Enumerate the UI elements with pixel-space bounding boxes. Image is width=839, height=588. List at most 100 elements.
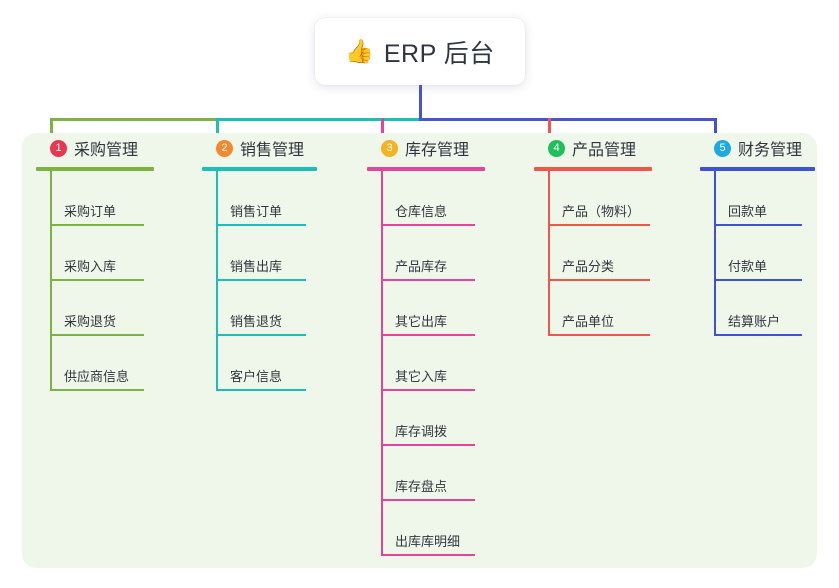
branch-item[interactable]: 产品库存	[367, 226, 485, 281]
branch-item[interactable]: 销售订单	[202, 171, 317, 226]
branch-header[interactable]: 5 财务管理	[700, 133, 815, 163]
branch-item-rule	[50, 389, 144, 391]
branch-drop-5	[714, 118, 717, 147]
branch-rule	[202, 167, 317, 171]
branch-column-3: 3 库存管理仓库信息产品库存其它出库其它入库库存调拨库存盘点出库库明细	[367, 133, 485, 556]
branch-item[interactable]: 供应商信息	[36, 336, 154, 391]
branch-item-rule	[50, 224, 144, 226]
branch-item-rule	[714, 224, 802, 226]
bus-segment-teal	[216, 118, 421, 121]
branch-item-label: 其它出库	[395, 314, 448, 329]
branch-number-badge: 1	[50, 139, 67, 157]
branch-item-label: 销售订单	[230, 204, 283, 219]
branch-item[interactable]: 客户信息	[202, 336, 317, 391]
branch-drop-3	[381, 118, 384, 147]
branch-title: 财务管理	[738, 142, 803, 159]
branch-number-badge: 5	[714, 139, 731, 157]
branch-item-list: 回款单付款单结算账户	[700, 171, 815, 336]
branch-item[interactable]: 销售出库	[202, 226, 317, 281]
branch-item[interactable]: 库存调拨	[367, 391, 485, 446]
branch-spine	[216, 171, 218, 391]
branch-item[interactable]: 产品单位	[534, 281, 652, 336]
branch-item[interactable]: 产品（物料）	[534, 171, 652, 226]
branch-item-label: 供应商信息	[64, 369, 130, 384]
branch-drop-1	[50, 118, 53, 147]
branch-spine	[381, 171, 383, 556]
branch-spine	[548, 171, 550, 336]
branch-item-rule	[548, 224, 650, 226]
root-node[interactable]: 👍 ERP 后台	[315, 18, 525, 85]
branch-item-rule	[714, 279, 802, 281]
branch-number-badge: 2	[216, 139, 233, 157]
branch-item[interactable]: 回款单	[700, 171, 815, 226]
branch-item-label: 结算账户	[728, 314, 781, 329]
branch-item-rule	[548, 279, 650, 281]
branch-item-label: 产品（物料）	[562, 204, 641, 219]
branch-item-rule	[714, 334, 802, 336]
branch-item[interactable]: 产品分类	[534, 226, 652, 281]
branch-item-label: 回款单	[728, 204, 768, 219]
branch-rule	[367, 167, 485, 171]
branch-title: 产品管理	[572, 142, 637, 159]
branch-item-rule	[381, 554, 475, 556]
branch-number-badge: 4	[548, 139, 565, 157]
branch-item-rule	[216, 279, 306, 281]
branch-item-rule	[548, 334, 650, 336]
branch-column-2: 2 销售管理销售订单销售出库销售退货客户信息	[202, 133, 317, 391]
branch-item-rule	[381, 224, 475, 226]
branch-item-label: 采购退货	[64, 314, 117, 329]
branches-panel: 1 采购管理采购订单采购入库采购退货供应商信息 2 销售管理销售订单销售出库销售退货客…	[22, 133, 817, 568]
branch-item-rule	[50, 279, 144, 281]
branch-item[interactable]: 结算账户	[700, 281, 815, 336]
bus-segment-blue	[419, 118, 717, 121]
branch-title: 库存管理	[405, 142, 470, 159]
branch-column-4: 4 产品管理产品（物料） 产品分类产品单位	[534, 133, 652, 336]
branch-item[interactable]: 销售退货	[202, 281, 317, 336]
branch-item-label: 产品分类	[562, 259, 615, 274]
branch-item[interactable]: 采购入库	[36, 226, 154, 281]
branch-item[interactable]: 采购订单	[36, 171, 154, 226]
branch-item-label: 付款单	[728, 259, 768, 274]
branch-item-label: 销售退货	[230, 314, 283, 329]
branch-header[interactable]: 2 销售管理	[202, 133, 317, 163]
branch-item[interactable]: 仓库信息	[367, 171, 485, 226]
branch-number-badge: 3	[381, 139, 398, 157]
branch-header[interactable]: 1 采购管理	[36, 133, 154, 163]
branch-rule	[36, 167, 154, 171]
branch-item[interactable]: 库存盘点	[367, 446, 485, 501]
branch-item-label: 产品库存	[395, 259, 448, 274]
branch-title: 销售管理	[240, 142, 305, 159]
branch-item-label: 采购订单	[64, 204, 117, 219]
branch-item-list: 仓库信息产品库存其它出库其它入库库存调拨库存盘点出库库明细	[367, 171, 485, 556]
branch-item-rule	[216, 334, 306, 336]
branch-item-label: 仓库信息	[395, 204, 448, 219]
branch-item-list: 采购订单采购入库采购退货供应商信息	[36, 171, 154, 391]
branch-item-rule	[381, 279, 475, 281]
branch-item-list: 产品（物料） 产品分类产品单位	[534, 171, 652, 336]
branch-column-5: 5 财务管理回款单付款单结算账户	[700, 133, 815, 336]
branch-item-label: 采购入库	[64, 259, 117, 274]
branch-drop-2	[216, 118, 219, 147]
branch-item-label: 客户信息	[230, 369, 283, 384]
bus-segment-green	[50, 118, 218, 121]
branch-item-rule	[381, 444, 475, 446]
branch-title: 采购管理	[74, 142, 139, 159]
branch-item-label: 产品单位	[562, 314, 615, 329]
branch-item[interactable]: 其它入库	[367, 336, 485, 391]
branch-item[interactable]: 付款单	[700, 226, 815, 281]
branch-spine	[50, 171, 52, 391]
branch-item-rule	[216, 224, 306, 226]
branch-item[interactable]: 采购退货	[36, 281, 154, 336]
branch-header[interactable]: 3 库存管理	[367, 133, 485, 163]
root-stem	[419, 85, 422, 121]
branch-item-label: 库存调拨	[395, 424, 448, 439]
branch-item-list: 销售订单销售出库销售退货客户信息	[202, 171, 317, 391]
branch-item[interactable]: 其它出库	[367, 281, 485, 336]
branch-rule	[700, 167, 815, 171]
branch-item-label: 销售出库	[230, 259, 283, 274]
branch-rule	[534, 167, 652, 171]
branch-item[interactable]: 出库库明细	[367, 501, 485, 556]
branch-column-1: 1 采购管理采购订单采购入库采购退货供应商信息	[36, 133, 154, 391]
branch-header[interactable]: 4 产品管理	[534, 133, 652, 163]
branch-drop-4	[548, 118, 551, 147]
